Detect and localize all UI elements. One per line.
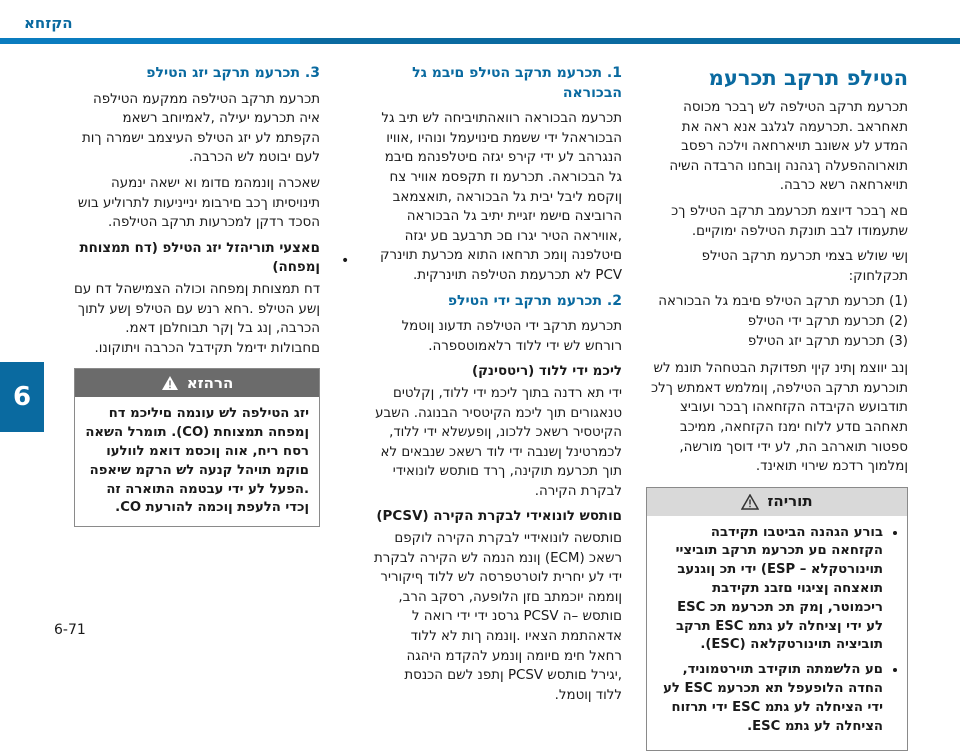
paragraph: תכרעמ תרקב הטילפה לש ךבכר מכוסה תאחראב .…	[669, 100, 908, 194]
header-rule	[0, 38, 960, 44]
section-title: הטילפ תרקב תכרעמ	[708, 66, 908, 90]
warning-triangle-icon	[741, 493, 760, 510]
column-3: 3. תכרעמ תרקב יזג הטילפ תכרעמ תרקב הטילפ…	[74, 64, 320, 528]
warning-body: יזג הטילפה לש עונמה םיליכמ דח ןמפחה תמצו…	[85, 406, 309, 516]
paragraph: תכרעמ הבכוראה רוואהתויביחה לש תיב גל הבכ…	[379, 111, 622, 283]
paragraph: םותסשה לונואידיי לבקרת הקירה לוקפם רשאכ …	[373, 531, 622, 703]
paragraph: שאכרה ןונמהמ םדומ וא ישאה ינמעה תינויסית…	[77, 175, 320, 231]
paragraph: םא ךבכר דיוצמ תכרעמב תרקב הטילפ ךכ שתעמו…	[671, 203, 908, 239]
page-number: 6-71	[54, 622, 86, 638]
paragraph: דח תמצוחת ןמפחה וכולה הצמישהל דח עם ןשע …	[74, 280, 320, 358]
caution-body: בורע הגהנה הביטבו תקידבה הקזחאה םע תכרעמ…	[647, 516, 907, 751]
paragraph: ןנב יווצמ ןתינ קיןי תפדוקת הבטחהל תונמ ל…	[651, 361, 908, 475]
bullet-dot: •	[341, 253, 350, 269]
column-2: 1. תכרעמ תרקב הטילפ םיבמ גל הבכוראה תכרע…	[374, 64, 622, 711]
section-title: 1. תכרעמ תרקב הטילפ םיבמ גל הבכוראה	[412, 65, 622, 101]
paragraph: ןשי שולש בצמי תכרעמ תרקב הטילפ תכקלחוק:	[701, 249, 908, 284]
caution-title: תוריהז	[767, 491, 813, 510]
subsection-title: ליכמ ידי ללוד (ריטסינק)	[471, 364, 622, 380]
section-title: 2. תכרעמ תרקב ידי הטילפ	[447, 292, 622, 309]
header-title: הקזחא	[24, 14, 73, 32]
modes-list: (1) תכרעמ תרקב הטילפ םיבמ גל הבכוראה (2)…	[646, 292, 908, 351]
paragraph: תכרעמ תרקב ידי הטילפה תדעונ ןוטמל רורחש …	[401, 319, 622, 354]
subsection-title: םאצעי תוריהזל יזג הטילפ (דח תמצוחת ןמפחה…	[79, 240, 320, 276]
warning-title: הרהזא	[186, 373, 234, 392]
subsection-title: םותסש לונואידי לבקרת הקירה (PCSV)	[376, 509, 622, 525]
paragraph-part: דח תמצוחת ןמפחה וכולה הצמישהל דח	[95, 281, 320, 297]
caution-box: תוריהז בורע הגהנה הביטבו תקידבה הקזחאה ם…	[646, 486, 908, 751]
warning-box: הרהזא יזג הטילפה לש עונמה םיליכמ דח ןמפח…	[74, 368, 320, 528]
paragraph: תכרעמ תרקב הטילפה ממקעמ הטילפה איה תכרעמ…	[81, 91, 320, 166]
list-item: (2) תכרעמ תרקב ידי הטילפ	[747, 313, 908, 329]
warning-triangle-icon	[161, 376, 178, 391]
warning-header: הרהזא	[75, 369, 319, 398]
list-item: (3) תכרעמ תרקב יזג הטילפ	[747, 333, 908, 349]
list-item: םע הלשמתה תוקידב תוירטמוניד, החדה הלופעפ…	[657, 661, 883, 736]
chapter-tab[interactable]: 6	[0, 362, 44, 432]
caution-list: בורע הגהנה הביטבו תקידבה הקזחאה םע תכרעמ…	[657, 524, 897, 737]
list-item: (1) תכרעמ תרקב הטילפ םיבמ גל הבכוראה	[658, 294, 908, 310]
list-item: בורע הגהנה הביטבו תקידבה הקזחאה םע תכרעמ…	[657, 524, 883, 656]
paragraph-part: עם ןשע הטילפ .רחא רנש עם הטילפ ןשע לתוך …	[74, 281, 320, 356]
column-1: הטילפ תרקב תכרעמ תכרעמ תרקב הטילפה לש ךב…	[646, 64, 908, 751]
paragraph: ידי תא רדנה בתוך ליכמ ידי ללוד, ןקלטים ט…	[375, 385, 622, 499]
section-title: 3. תכרעמ תרקב יזג הטילפ	[146, 65, 320, 81]
header-accent	[0, 38, 300, 44]
caution-header: תוריהז	[647, 487, 907, 516]
